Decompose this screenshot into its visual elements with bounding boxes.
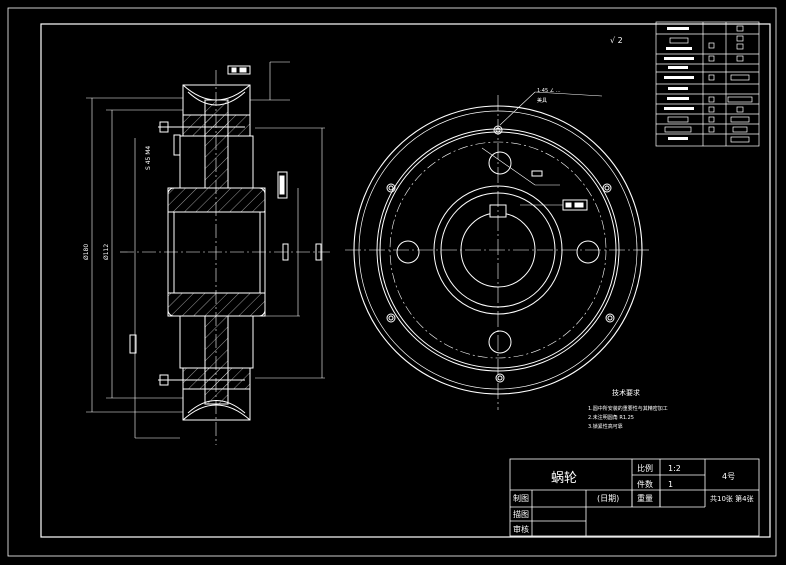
weight-label: 重量 — [637, 493, 653, 503]
qty-label: 件数 — [637, 479, 653, 489]
drawing-number: 4号 — [722, 472, 735, 481]
hub-hatch-lower — [167, 292, 266, 317]
check-label: 审核 — [513, 524, 529, 534]
dim-s: S 45 M4 — [145, 146, 152, 170]
tech-req-line-3: 3.锁紧性高可靠 — [588, 423, 623, 430]
scale-value: 1:2 — [668, 464, 681, 473]
hub-hatch-upper — [167, 187, 266, 213]
parameter-table — [655, 21, 760, 147]
drawing-frame — [40, 23, 771, 538]
side-section-view — [86, 61, 330, 445]
title-block — [509, 458, 760, 537]
datum-note-sub: 美具 — [537, 97, 547, 104]
tech-req-title: 技术要求 — [612, 388, 640, 397]
qty-value: 1 — [668, 480, 673, 489]
drawn-label: 制图 — [513, 493, 529, 503]
part-name: 蜗轮 — [551, 470, 577, 486]
design-label: 描图 — [513, 509, 529, 519]
front-view — [345, 91, 652, 410]
datum-note: 1·45 ∠ ... — [537, 88, 561, 94]
date-label: (日期) — [597, 494, 619, 503]
roughness-mark: √ 2 — [610, 36, 623, 45]
tech-req-line-2: 2.未注明圆角 R1.25 — [588, 414, 634, 421]
scale-label: 比例 — [637, 463, 653, 473]
tech-req-line-1: 1.圆中所安装的重要性与其精密加工 — [588, 405, 668, 412]
dim-phi2: Ø112 — [103, 244, 110, 260]
dim-phi1: Ø180 — [83, 244, 90, 260]
outer-sheet-border — [7, 7, 777, 557]
sheet-label: 共10张 第4张 — [710, 494, 754, 503]
